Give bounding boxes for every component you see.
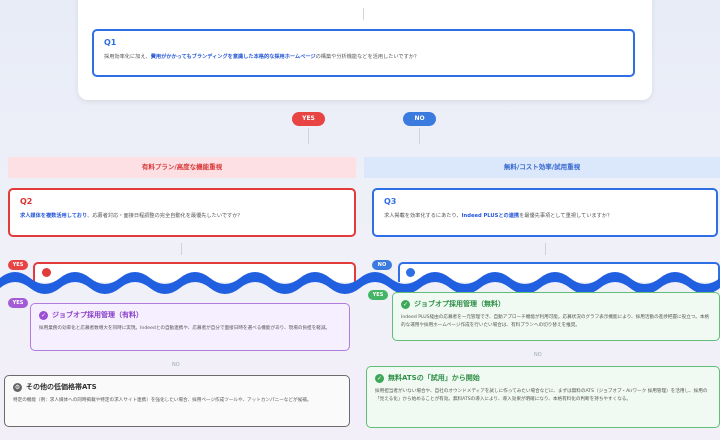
- result-other-ats: ⚙ その他の低価格帯ATS 特定の機能（例：求人媒体への同時掲載や特定の求人サイト…: [4, 375, 350, 427]
- q4-yes-pill: YES: [8, 298, 28, 308]
- q1-label: Q1: [104, 38, 117, 47]
- check-icon: ✓: [401, 299, 410, 309]
- no-label: NO: [172, 362, 180, 368]
- result-text: Indeed PLUS経由の応募者を一元管理でき、自動アプローチ機能が利用可能。…: [401, 315, 710, 329]
- stub-icon: [406, 268, 415, 277]
- no-label: NO: [534, 352, 542, 358]
- result-free-jobof: ✓ ジョブオプ採用管理（無料） Indeed PLUS経由の応募者を一元管理でき、…: [392, 292, 720, 341]
- q3-box: Q3 求人掲載を効率化するにあたり、Indeed PLUSとの連携を最優先事項と…: [372, 188, 718, 237]
- connector-line: [308, 128, 309, 144]
- connector-line: [181, 243, 182, 255]
- free-plan-band: 無料/コスト効率/試用重視: [364, 157, 720, 178]
- q1-box: Q1 採用効率化に加え、費用がかかってもブランディングを意識した本格的な採用ホー…: [92, 29, 635, 77]
- q1-no-pill: NO: [403, 112, 436, 126]
- stub-icon: [42, 268, 51, 277]
- connector-line: [419, 128, 420, 144]
- gear-icon: ⚙: [13, 382, 22, 392]
- q3-label: Q3: [384, 197, 397, 206]
- result-text: 採用業務の効率化と応募者数増大を同時に実現。Indeedとの自動連携や、応募者が…: [39, 326, 331, 331]
- check-icon: ✓: [375, 373, 384, 383]
- result-title: ジョブオプ採用管理（無料）: [414, 300, 505, 308]
- wavy-cut-divider: [0, 272, 720, 294]
- result-title: 無料ATSの「試用」から開始: [388, 374, 480, 382]
- q3-no-result-stub: [398, 262, 720, 282]
- q1-yes-pill: YES: [292, 112, 325, 126]
- q2-label: Q2: [20, 197, 33, 206]
- result-text: 採用担当者がいない場合や、自社のオウンドメディアを試しに作ってみたい場合などに、…: [375, 389, 708, 403]
- q1-text: 採用効率化に加え、費用がかかってもブランディングを意識した本格的な採用ホームペー…: [104, 54, 420, 60]
- result-text: 特定の機能（例：求人媒体への同時掲載や特定の求人サイト連携）を強化したい場合、採…: [13, 398, 312, 403]
- result-title: その他の低価格帯ATS: [26, 383, 97, 391]
- q3-text: 求人掲載を効率化するにあたり、Indeed PLUSとの連携を最優先事項として重…: [384, 213, 613, 219]
- connector-line: [363, 8, 364, 20]
- result-paid-jobof: ✓ ジョブオプ採用管理（有料） 採用業務の効率化と応募者数増大を同時に実現。Ind…: [30, 303, 350, 351]
- q5-yes-pill: YES: [368, 290, 388, 300]
- connector-line: [545, 243, 546, 255]
- q2-yes-result-stub: [33, 262, 356, 282]
- paid-plan-band: 有料プラン/高度な機能重視: [8, 157, 356, 178]
- check-icon: ✓: [39, 310, 48, 320]
- q2-box: Q2 求人媒体を複数活用しており、応募者対応・面接日程調整の完全自動化を最優先し…: [8, 188, 356, 237]
- q2-yes-pill: YES: [8, 260, 28, 270]
- result-title: ジョブオプ採用管理（有料）: [52, 311, 143, 319]
- wave-shape: [0, 272, 720, 294]
- q3-no-pill: NO: [372, 260, 392, 270]
- result-trial-ats: ✓ 無料ATSの「試用」から開始 採用担当者がいない場合や、自社のオウンドメディア…: [366, 366, 720, 428]
- q2-text: 求人媒体を複数活用しており、応募者対応・面接日程調整の完全自動化を最優先したいで…: [20, 213, 243, 219]
